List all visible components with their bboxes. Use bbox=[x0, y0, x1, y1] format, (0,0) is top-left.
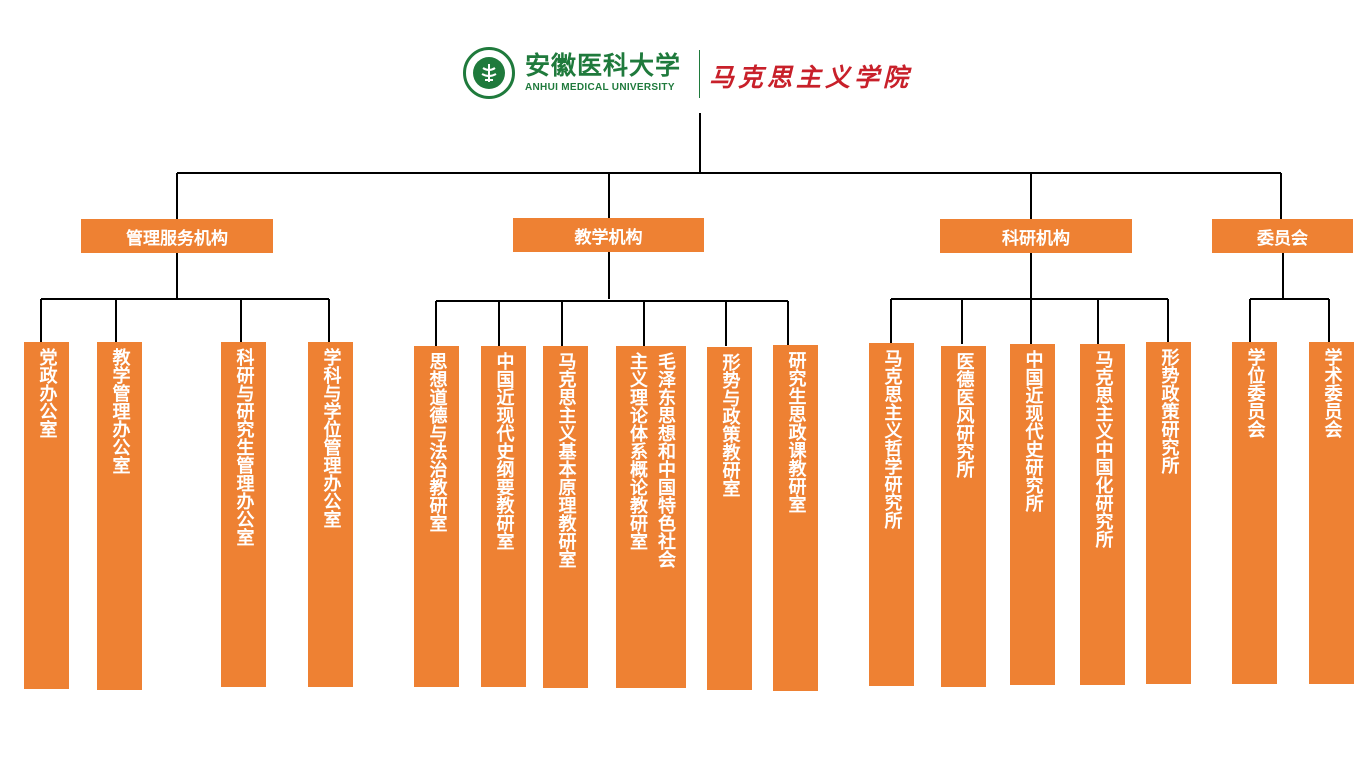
university-seal-icon bbox=[463, 47, 515, 99]
logo-divider bbox=[699, 50, 700, 98]
leaf-discipline-degree-office: 学科与学位管理办公室 bbox=[308, 342, 353, 687]
leaf-mao-thought-section: 毛泽东思想和中国特色社会主义理论体系概论教研室 bbox=[616, 346, 686, 688]
leaf-ethics-law-section: 思想道德与法治教研室 bbox=[414, 346, 459, 687]
university-name-cn: 安徽医科大学 bbox=[525, 51, 682, 80]
group-header-committee: 委员会 bbox=[1212, 219, 1353, 253]
leaf-research-graduate-office: 科研与研究生管理办公室 bbox=[221, 342, 266, 687]
leaf-degree-committee: 学位委员会 bbox=[1232, 342, 1277, 684]
school-name: 马克思主义学院 bbox=[709, 63, 913, 92]
leaf-graduate-ideology-section: 研究生思政课教研室 bbox=[773, 345, 818, 691]
leaf-marxism-sinicization-institute: 马克思主义中国化研究所 bbox=[1080, 344, 1125, 685]
leaf-modern-history-section: 中国近现代史纲要教研室 bbox=[481, 346, 526, 687]
leaf-academic-committee: 学术委员会 bbox=[1309, 342, 1354, 684]
leaf-marxism-principles-section: 马克思主义基本原理教研室 bbox=[543, 346, 588, 688]
group-header-research: 科研机构 bbox=[940, 219, 1132, 253]
leaf-teaching-management-office: 教学管理办公室 bbox=[97, 342, 142, 690]
leaf-medical-ethics-institute: 医德医风研究所 bbox=[941, 346, 986, 687]
leaf-situation-policy-institute: 形势政策研究所 bbox=[1146, 342, 1191, 684]
leaf-party-office: 党政办公室 bbox=[24, 342, 69, 689]
logo-banner: 安徽医科大学 ANHUI MEDICAL UNIVERSITY 马克思主义学院 bbox=[463, 44, 908, 104]
leaf-situation-policy-section: 形势与政策教研室 bbox=[707, 347, 752, 690]
leaf-modern-history-institute: 中国近现代史研究所 bbox=[1010, 344, 1055, 685]
group-header-teaching: 教学机构 bbox=[513, 218, 704, 252]
leaf-marxist-philosophy-institute: 马克思主义哲学研究所 bbox=[869, 343, 914, 686]
university-name-en: ANHUI MEDICAL UNIVERSITY bbox=[525, 82, 675, 93]
group-header-management: 管理服务机构 bbox=[81, 219, 273, 253]
